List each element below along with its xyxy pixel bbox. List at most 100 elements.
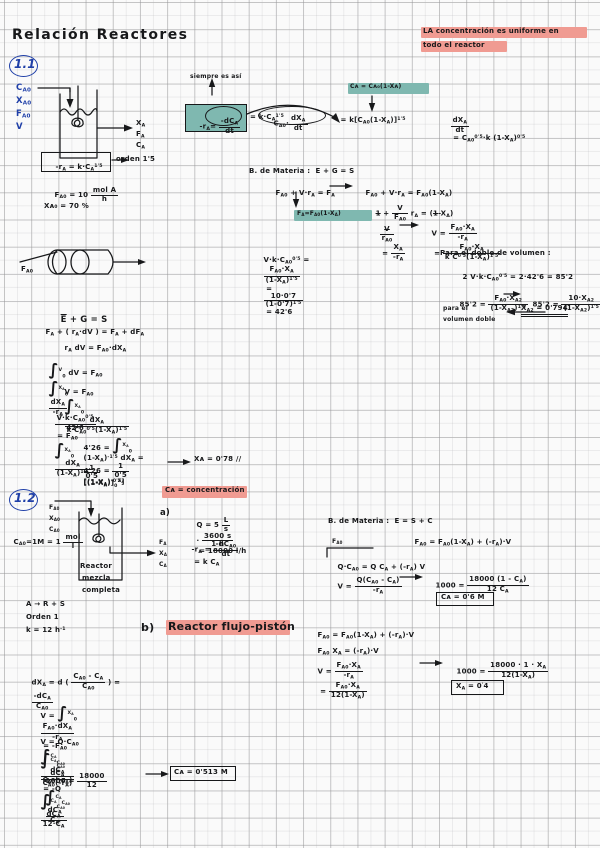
- outlet-label-ca: CA: [136, 141, 146, 151]
- teal-rate-box: [185, 104, 247, 132]
- cstr-diagram-1-1: [37, 85, 133, 159]
- result-box-ca-1-2a: [436, 592, 494, 606]
- part-b-label: b): [141, 621, 155, 634]
- reactor-caption-line-3: completa: [82, 586, 121, 594]
- balance-eq-1-2-2: Q·CA0 = Q CA + (-rA) V: [337, 563, 426, 573]
- rate-kca0-bracket: = k[CA0(1-XA)]1'5: [340, 116, 406, 126]
- balance-eq-1-2-1: FA0 = FA0(1-XA) + (-rA)·V: [414, 538, 512, 548]
- balance-title-1-2: B. de Materia : E = S + C: [328, 517, 433, 525]
- reaction-equation: A → R + S: [26, 600, 66, 608]
- given-label-ca0: CA0: [16, 83, 32, 94]
- result-xa-1-2b: XA = 0'4: [456, 682, 489, 692]
- note-ca-highlight: [162, 486, 247, 498]
- inlet-label-xa0-1-2: XA0: [49, 515, 61, 523]
- problem-marker-1-2-circle: [9, 489, 38, 511]
- balance-eq-1-2-4: 1000 = 18000 (1 - CA)12 CA: [435, 575, 529, 595]
- pfr-result-arrow: [167, 459, 191, 465]
- rate-law-expression: -rA = k·CA1'5: [55, 163, 103, 173]
- teal-rate-ellipse: [205, 106, 242, 126]
- balance-eq-2: FA0 + V·rA = FA0(1-XA): [365, 189, 453, 199]
- inlet-label-fa0-1-2: FA0: [49, 504, 60, 512]
- balance-fa0-label: FA0: [332, 538, 343, 546]
- note-uniform-line-2: todo el reactor: [423, 41, 485, 49]
- balance-arrow-1-2: [399, 574, 423, 580]
- double-volume-title: Para el doble de volumen :: [440, 249, 551, 257]
- pfr-balance-eq-2: rA dV = FA0·dXA: [64, 344, 127, 354]
- result-box-ca-1-2b: [170, 766, 236, 781]
- xa0-value: Xᴀ₀ = 70 %: [44, 202, 89, 210]
- outlet-label-fa-1-2: FA: [159, 539, 167, 547]
- note-uniform-highlight-2: [421, 41, 507, 52]
- balance-eq-1-2-3: V = Q(CA0 - CA)-rA: [337, 576, 402, 596]
- teal-ca-expression: Cᴀ = Cᴀ₀(1-Xᴀ): [350, 83, 402, 90]
- double-volume-note-2: volumen doble: [443, 316, 496, 323]
- pfr-balance-eq-3: ∫V0 dV = FA0 ∫XA0 dXA-rA: [48, 360, 103, 417]
- given-label-v: V: [16, 122, 23, 132]
- note-ca-definition: Cᴀ = concentración: [165, 486, 245, 494]
- double-volume-result: XA2 = 0'794: [521, 304, 568, 318]
- result-ca-1-2b: Cᴀ = 0'513 M: [174, 768, 228, 776]
- given-label-fa0: FA0: [16, 109, 31, 120]
- reaction-order: Orden 1: [26, 613, 59, 621]
- teal-fa-expression: FA=FA0(1-XA): [297, 210, 341, 218]
- outlet-label-fa: FA: [136, 130, 145, 140]
- order-note: orden 1'5: [116, 155, 156, 163]
- problem-marker-1-1: 1.1: [14, 57, 36, 71]
- vk-ca0-equation: V·k·CA00'5 = FA0·XA(1-XA)1'5 = 10·0'7(1-…: [263, 256, 310, 316]
- reactor-caption-line-2: mezcla: [82, 574, 111, 582]
- double-volume-arrow: [503, 291, 546, 316]
- outlet-label-xa: XA: [136, 119, 146, 129]
- outlet-label-xa-1-2: XA: [159, 550, 168, 558]
- pfr-inlet-label: FA0: [21, 265, 34, 275]
- pfr-eq-1-2-1: FA0 = FA0(1-XA) + (-rA)·V: [317, 631, 415, 641]
- pfr-eq-1-2-2: FA0 XA = (-rA)·V: [317, 647, 379, 657]
- double-volume-eq-2: 85'2 = FA0·XA2(1-XA2)1'5: [449, 288, 529, 322]
- balance-eq-1: FA0 + V·rA = FA: [275, 189, 336, 199]
- part-a-label: a): [160, 508, 171, 518]
- part-b-title-highlight: [166, 620, 290, 635]
- pfr-balance-title: E + G = S: [60, 314, 108, 325]
- inlet-label-ca0-1-2: CA0: [49, 526, 60, 534]
- outlet-label-ca-1-2: CA: [159, 561, 167, 569]
- note-always-arrow: [208, 78, 216, 96]
- teal-ca-arrow: [368, 95, 376, 112]
- result-ca-1-2a: Cᴀ = 0'6 M: [441, 593, 485, 601]
- pfr-diagram-1-1: [19, 249, 146, 275]
- cstr-diagram-1-2: [54, 500, 156, 581]
- teal-fa-highlight: [294, 210, 372, 221]
- page-title: Relación Reactores: [12, 27, 189, 43]
- part-b-title: Reactor flujo-pistón: [168, 620, 296, 633]
- rate-law-box: [41, 152, 111, 172]
- double-volume-eq-1: 2 V·k·CA00'5 = 2·42'6 = 85'2: [462, 273, 574, 283]
- pfr-arrow-1-2: [419, 660, 443, 666]
- double-volume-note-1: para el: [443, 305, 468, 312]
- double-volume-eq-3: 85'2 = 10·XA2(1-XA2)1'5: [532, 294, 600, 314]
- given-label-xa0: XA0: [16, 96, 32, 107]
- order-arrow: [111, 157, 129, 163]
- problem-marker-1-2: 1.2: [14, 491, 36, 505]
- pfr-result-1-1: Xᴀ = 0'78 //: [194, 455, 242, 463]
- rate-constant-k: k = 12 h-1: [26, 626, 66, 634]
- note-uniform-highlight-1: [421, 27, 587, 38]
- note-uniform-line-1: LA concentración es uniforme en: [423, 27, 559, 35]
- note-always: siempre es así: [190, 73, 242, 80]
- reactor-caption-line-1: Reactor: [80, 562, 113, 570]
- problem-marker-1-1-circle: [9, 55, 38, 77]
- pfr-balance-eq-1: FA + ( rA·dV ) = FA + dFA: [45, 328, 145, 338]
